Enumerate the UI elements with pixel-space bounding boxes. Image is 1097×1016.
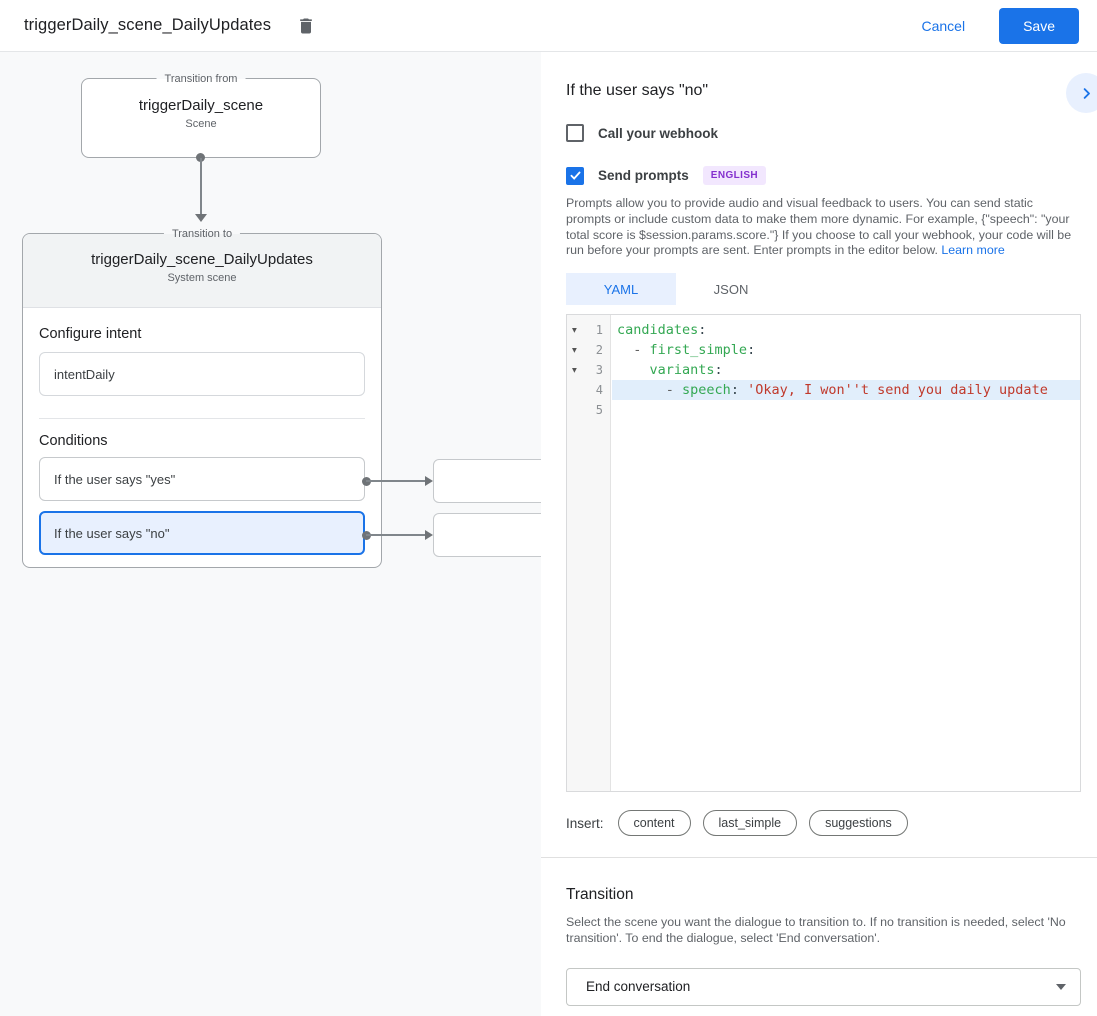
line-number: 2	[595, 343, 603, 358]
webhook-checkbox-label: Call your webhook	[598, 125, 719, 141]
send-prompts-checkbox-row[interactable]: Send prompts ENGLISH	[566, 166, 1081, 185]
caret-down-icon	[1056, 983, 1066, 990]
configure-intent-section: Configure intent intentDaily	[23, 308, 381, 419]
learn-more-link[interactable]: Learn more	[941, 243, 1005, 258]
tab-json[interactable]: JSON	[713, 281, 749, 297]
code-line[interactable]	[612, 400, 1080, 420]
page-title: triggerDaily_scene_DailyUpdates	[24, 16, 272, 34]
connector-line	[366, 534, 426, 536]
connector-line	[200, 158, 202, 215]
insert-chip-suggestions[interactable]: suggestions	[809, 810, 908, 837]
fold-arrow-icon[interactable]: ▼	[572, 365, 577, 375]
transition-dropdown[interactable]: End conversation	[566, 967, 1081, 1006]
fold-arrow-icon[interactable]: ▼	[572, 325, 577, 335]
transition-section-title: Transition	[566, 886, 634, 904]
connector-line	[366, 480, 426, 482]
fold-arrow-icon[interactable]: ▼	[572, 345, 577, 355]
gutter-line: 4	[567, 380, 610, 400]
webhook-checkbox[interactable]	[566, 124, 584, 142]
connector-arrowhead	[425, 530, 433, 540]
insert-label: Insert:	[566, 815, 604, 831]
scene-flow-canvas: Transition from triggerDaily_scene Scene…	[0, 52, 541, 1016]
transition-to-legend: Transition to	[163, 226, 241, 242]
condition-row-no[interactable]: If the user says "no"	[39, 511, 365, 555]
conditions-section: Conditions If the user says "yes" If the…	[23, 419, 381, 555]
line-number: 4	[595, 383, 603, 398]
condition-detail-panel: If the user says "no" Call your webhook …	[541, 52, 1097, 1016]
line-number: 5	[595, 403, 603, 418]
line-number: 1	[595, 323, 603, 338]
transition-to-header: triggerDaily_scene_DailyUpdates System s…	[23, 234, 381, 308]
insert-row: Insert: content last_simple suggestions	[566, 810, 1081, 837]
gutter-line: 5	[567, 400, 610, 420]
webhook-checkbox-row[interactable]: Call your webhook	[566, 124, 1081, 142]
delete-scene-button[interactable]	[289, 9, 323, 43]
prompts-description: Prompts allow you to provide audio and v…	[566, 196, 1081, 259]
insert-chip-last-simple[interactable]: last_simple	[702, 810, 798, 837]
prompts-description-text: Prompts allow you to provide audio and v…	[566, 196, 1072, 258]
node-divider	[39, 418, 365, 419]
gutter-line: ▼2	[567, 340, 610, 360]
conditions-label: Conditions	[39, 433, 108, 449]
section-divider	[541, 857, 1097, 859]
code-line[interactable]: candidates:	[617, 322, 707, 339]
trash-icon	[296, 16, 316, 36]
transition-from-legend: Transition from	[156, 71, 246, 87]
panel-collapse-button[interactable]	[1066, 73, 1097, 113]
gutter-line: ▼3	[567, 360, 610, 380]
transition-dropdown-value: End conversation	[586, 979, 691, 995]
tab-yaml[interactable]: YAML	[566, 273, 676, 306]
configure-intent-label: Configure intent	[39, 326, 142, 342]
connector-arrowhead	[195, 214, 207, 222]
editor-format-tabs: YAML JSON	[566, 273, 1081, 306]
cancel-button[interactable]: Cancel	[921, 17, 966, 34]
line-number: 3	[595, 363, 603, 378]
chevron-right-icon	[1079, 86, 1094, 101]
insert-chip-content[interactable]: content	[617, 810, 691, 837]
transition-to-title: triggerDaily_scene_DailyUpdates	[91, 251, 313, 268]
editor-code[interactable]: candidates: - first_simple: variants: - …	[612, 315, 1080, 420]
transition-from-node[interactable]: Transition from triggerDaily_scene Scene	[81, 71, 321, 158]
transition-to-node: Transition to triggerDaily_scene_DailyUp…	[22, 226, 382, 568]
language-badge: ENGLISH	[702, 166, 767, 185]
save-button[interactable]: Save	[999, 7, 1079, 44]
connector-dot	[196, 153, 205, 162]
condition-row-yes[interactable]: If the user says "yes"	[39, 457, 365, 501]
send-prompts-checkbox[interactable]	[566, 166, 584, 185]
handler-stub-box[interactable]	[433, 513, 541, 557]
transition-from-title: triggerDaily_scene	[138, 97, 264, 114]
transition-description: Select the scene you want the dialogue t…	[566, 915, 1066, 945]
panel-title: If the user says "no"	[566, 82, 709, 99]
transition-to-subtitle: System scene	[167, 272, 237, 284]
handler-stub-box[interactable]	[433, 459, 541, 503]
intent-field[interactable]: intentDaily	[39, 352, 365, 396]
check-icon	[569, 169, 582, 182]
top-bar: triggerDaily_scene_DailyUpdates Cancel S…	[0, 0, 1097, 52]
gutter-line: ▼1	[567, 320, 610, 340]
code-line[interactable]: - first_simple:	[633, 342, 756, 359]
connector-arrowhead	[425, 476, 433, 486]
code-line[interactable]: variants:	[649, 362, 723, 379]
transition-from-subtitle: Scene	[185, 118, 217, 130]
send-prompts-label: Send prompts	[598, 168, 689, 183]
code-line[interactable]: - speech: 'Okay, I won''t send you daily…	[612, 380, 1080, 401]
